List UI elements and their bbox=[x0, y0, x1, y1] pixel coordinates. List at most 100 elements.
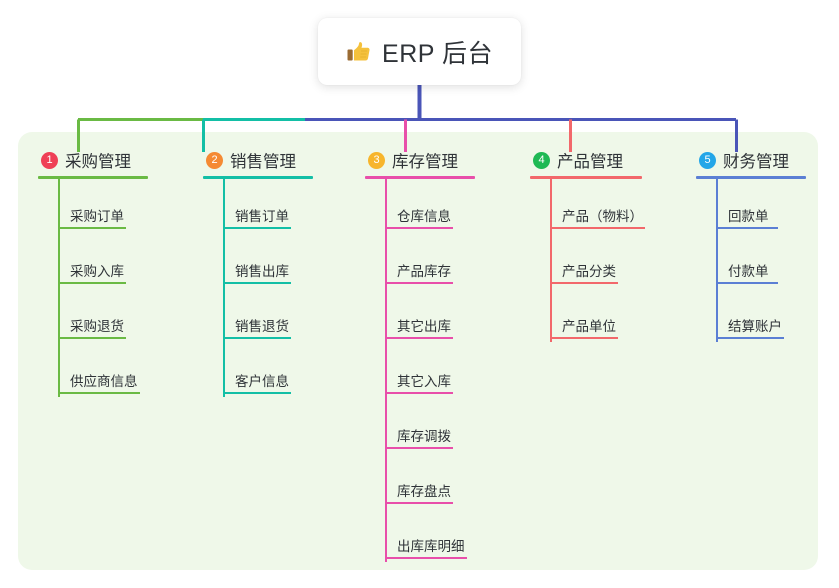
leaf-label: 产品（物料） bbox=[562, 209, 643, 224]
leaf-item[interactable]: 客户信息 bbox=[203, 344, 313, 399]
leaf-underline bbox=[223, 227, 291, 229]
branch-column-1: 1 采购管理采购订单采购入库采购退货供应商信息 bbox=[38, 148, 148, 399]
diagram-background-panel bbox=[18, 132, 818, 570]
leaf-label: 仓库信息 bbox=[397, 209, 451, 224]
branch-header-5[interactable]: 5 财务管理 bbox=[696, 148, 806, 172]
leaf-underline bbox=[385, 282, 453, 284]
branch-underline-2 bbox=[203, 176, 313, 179]
leaf-item[interactable]: 出库库明细 bbox=[365, 509, 475, 564]
branch-badge-1: 1 bbox=[41, 151, 58, 169]
branch-spine-3 bbox=[385, 179, 387, 562]
leaf-label: 采购入库 bbox=[70, 264, 124, 279]
leaf-item[interactable]: 采购退货 bbox=[38, 289, 148, 344]
leaf-label: 结算账户 bbox=[728, 319, 782, 334]
leaf-label: 销售订单 bbox=[235, 209, 289, 224]
leaf-underline bbox=[58, 227, 126, 229]
leaf-label: 产品单位 bbox=[562, 319, 616, 334]
root-title-text: ERP 后台 bbox=[382, 39, 493, 68]
leaf-underline bbox=[58, 392, 140, 394]
leaf-label: 销售退货 bbox=[235, 319, 289, 334]
branch-column-4: 4 产品管理产品（物料） 产品分类产品单位 bbox=[530, 148, 645, 344]
branch-spine-4 bbox=[550, 179, 552, 342]
leaf-underline bbox=[58, 337, 126, 339]
leaf-label: 出库库明细 bbox=[397, 539, 465, 554]
branch-items-3: 仓库信息产品库存其它出库其它入库库存调拨库存盘点出库库明细 bbox=[365, 179, 475, 564]
leaf-label: 采购订单 bbox=[70, 209, 124, 224]
leaf-item[interactable]: 销售退货 bbox=[203, 289, 313, 344]
leaf-item[interactable]: 采购订单 bbox=[38, 179, 148, 234]
branch-column-5: 5 财务管理回款单付款单结算账户 bbox=[696, 148, 806, 344]
leaf-item[interactable]: 结算账户 bbox=[696, 289, 806, 344]
branch-header-3[interactable]: 3 库存管理 bbox=[365, 148, 475, 172]
branch-title-5: 财务管理 bbox=[723, 153, 789, 171]
branch-header-2[interactable]: 2 销售管理 bbox=[203, 148, 313, 172]
leaf-item[interactable]: 仓库信息 bbox=[365, 179, 475, 234]
root-node-erp[interactable]: ERP 后台 bbox=[318, 18, 521, 85]
branch-spine-2 bbox=[223, 179, 225, 397]
branch-underline-4 bbox=[530, 176, 642, 179]
leaf-label: 其它入库 bbox=[397, 374, 451, 389]
branch-badge-2: 2 bbox=[206, 151, 223, 169]
branch-items-5: 回款单付款单结算账户 bbox=[696, 179, 806, 344]
leaf-underline bbox=[223, 337, 291, 339]
leaf-item[interactable]: 销售出库 bbox=[203, 234, 313, 289]
leaf-label: 库存调拨 bbox=[397, 429, 451, 444]
thumbs-up-icon bbox=[346, 39, 372, 65]
leaf-underline bbox=[385, 337, 453, 339]
branch-header-4[interactable]: 4 产品管理 bbox=[530, 148, 642, 172]
leaf-item[interactable]: 其它入库 bbox=[365, 344, 475, 399]
branch-title-2: 销售管理 bbox=[230, 153, 296, 171]
leaf-underline bbox=[385, 392, 453, 394]
branch-badge-5: 5 bbox=[699, 151, 716, 169]
branch-header-1[interactable]: 1 采购管理 bbox=[38, 148, 148, 172]
branch-column-3: 3 库存管理仓库信息产品库存其它出库其它入库库存调拨库存盘点出库库明细 bbox=[365, 148, 475, 564]
leaf-item[interactable]: 库存调拨 bbox=[365, 399, 475, 454]
leaf-underline bbox=[550, 227, 645, 229]
leaf-underline bbox=[716, 227, 778, 229]
leaf-underline bbox=[385, 227, 453, 229]
branch-title-4: 产品管理 bbox=[557, 153, 623, 171]
leaf-item[interactable]: 产品分类 bbox=[530, 234, 642, 289]
leaf-underline bbox=[385, 557, 467, 559]
branch-badge-3: 3 bbox=[368, 151, 385, 169]
branch-underline-3 bbox=[365, 176, 475, 179]
leaf-item[interactable]: 供应商信息 bbox=[38, 344, 148, 399]
branch-underline-1 bbox=[38, 176, 148, 179]
leaf-item[interactable]: 回款单 bbox=[696, 179, 806, 234]
leaf-underline bbox=[223, 392, 291, 394]
leaf-item[interactable]: 付款单 bbox=[696, 234, 806, 289]
leaf-label: 供应商信息 bbox=[70, 374, 138, 389]
branch-badge-4: 4 bbox=[533, 151, 550, 169]
branch-items-4: 产品（物料） 产品分类产品单位 bbox=[530, 179, 645, 344]
leaf-item[interactable]: 产品（物料） bbox=[530, 179, 645, 234]
leaf-item[interactable]: 产品库存 bbox=[365, 234, 475, 289]
leaf-label: 采购退货 bbox=[70, 319, 124, 334]
leaf-label: 客户信息 bbox=[235, 374, 289, 389]
branch-items-2: 销售订单销售出库销售退货客户信息 bbox=[203, 179, 313, 399]
branch-underline-5 bbox=[696, 176, 806, 179]
leaf-underline bbox=[716, 282, 778, 284]
leaf-underline bbox=[716, 337, 784, 339]
leaf-underline bbox=[385, 502, 453, 504]
leaf-item[interactable]: 其它出库 bbox=[365, 289, 475, 344]
leaf-label: 其它出库 bbox=[397, 319, 451, 334]
branch-title-3: 库存管理 bbox=[392, 153, 458, 171]
leaf-underline bbox=[223, 282, 291, 284]
leaf-underline bbox=[58, 282, 126, 284]
leaf-label: 回款单 bbox=[728, 209, 769, 224]
leaf-item[interactable]: 采购入库 bbox=[38, 234, 148, 289]
leaf-item[interactable]: 产品单位 bbox=[530, 289, 642, 344]
leaf-underline bbox=[550, 337, 618, 339]
leaf-item[interactable]: 库存盘点 bbox=[365, 454, 475, 509]
leaf-label: 产品库存 bbox=[397, 264, 451, 279]
leaf-label: 销售出库 bbox=[235, 264, 289, 279]
branch-spine-1 bbox=[58, 179, 60, 397]
leaf-item[interactable]: 销售订单 bbox=[203, 179, 313, 234]
leaf-underline bbox=[385, 447, 453, 449]
branch-column-2: 2 销售管理销售订单销售出库销售退货客户信息 bbox=[203, 148, 313, 399]
leaf-label: 产品分类 bbox=[562, 264, 616, 279]
branch-title-1: 采购管理 bbox=[65, 153, 131, 171]
branch-spine-5 bbox=[716, 179, 718, 342]
